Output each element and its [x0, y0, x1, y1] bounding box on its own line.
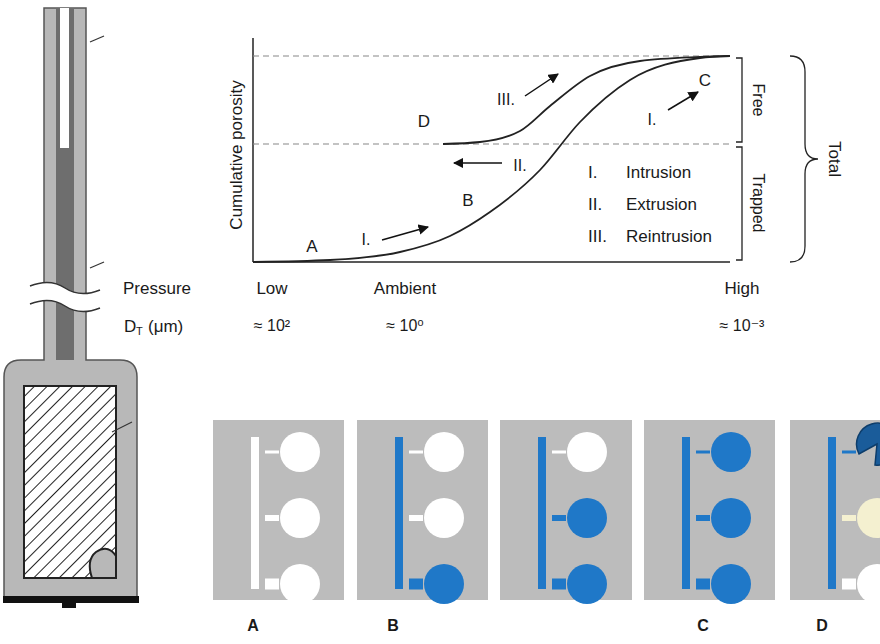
- pore-body: [711, 498, 751, 538]
- panel-letter: A: [247, 618, 259, 634]
- pore-throat: [409, 579, 423, 590]
- axis-unit: (μm): [148, 318, 183, 335]
- curve-point: A: [306, 238, 317, 255]
- legend-number: II.: [588, 196, 602, 213]
- pore-throat: [552, 579, 566, 590]
- tick-label: High: [725, 280, 760, 297]
- pore-throat: [552, 451, 566, 454]
- tick-label: ≈ 10⁰: [386, 318, 423, 334]
- tick-label: Ambient: [374, 280, 436, 297]
- pore-throat: [696, 451, 710, 454]
- pore-throat: [409, 515, 423, 521]
- channel: [828, 437, 836, 589]
- penetrometer: [3, 8, 139, 608]
- axis-title: D: [124, 318, 136, 335]
- channel: [682, 437, 690, 589]
- pore-throat: [842, 451, 856, 454]
- panel-letter: B: [387, 618, 399, 634]
- pore-panel: [644, 420, 775, 600]
- pore-body: [424, 498, 464, 538]
- pore-body: [567, 498, 607, 538]
- legend-text: Reintrusion: [626, 228, 712, 245]
- pore-throat: [842, 579, 856, 590]
- pore-panel: [500, 420, 632, 600]
- legend-number: I.: [588, 164, 597, 181]
- pore-body: [567, 564, 607, 604]
- pore-throat: [552, 515, 566, 521]
- pore-body: [280, 564, 320, 604]
- chart: [253, 38, 818, 262]
- pore-body: [857, 498, 880, 538]
- pore-throat: [842, 515, 856, 521]
- stage-number: I.: [362, 232, 371, 248]
- axis-title: Cumulative porosity: [228, 80, 245, 229]
- pore-throat: [265, 451, 279, 454]
- tick-label: Low: [256, 280, 287, 297]
- pore-body: [424, 432, 464, 472]
- broken-pore: [857, 423, 880, 465]
- pore-body: [857, 564, 880, 604]
- tick-label: ≈ 10⁻³: [720, 318, 765, 334]
- pore-body: [711, 432, 751, 472]
- stage-number: III.: [497, 92, 515, 108]
- pore-body: [280, 432, 320, 472]
- pore-panel: [357, 420, 488, 600]
- bracket-label: Total: [826, 141, 843, 177]
- stage-number: II.: [513, 158, 526, 174]
- channel: [251, 437, 259, 589]
- pore-throat: [696, 515, 710, 521]
- pore-throat: [696, 579, 710, 590]
- tick-label: ≈ 10²: [254, 318, 290, 334]
- pore-body: [567, 432, 607, 472]
- axis-subscript: T: [136, 326, 143, 337]
- legend-number: III.: [588, 228, 607, 245]
- curve-point: B: [462, 192, 473, 209]
- pore-throat: [265, 515, 279, 521]
- panel-letter: D: [816, 618, 828, 634]
- axis-title: Pressure: [123, 280, 191, 297]
- bracket-label: Free: [750, 84, 766, 117]
- curve-point: D: [418, 113, 430, 130]
- pore-panel: [213, 420, 344, 600]
- curve-point: C: [699, 72, 711, 89]
- pore-panels: [213, 420, 880, 604]
- panel-letter: C: [697, 618, 709, 634]
- stage-number: I.: [648, 112, 657, 128]
- bracket-label: Trapped: [750, 174, 766, 233]
- pore-body: [711, 564, 751, 604]
- pore-throat: [409, 451, 423, 454]
- legend-text: Extrusion: [626, 196, 697, 213]
- pore-body: [280, 498, 320, 538]
- channel: [395, 437, 403, 589]
- pore-throat: [265, 579, 279, 590]
- pore-body: [424, 564, 464, 604]
- legend-text: Intrusion: [626, 164, 691, 181]
- channel: [538, 437, 546, 589]
